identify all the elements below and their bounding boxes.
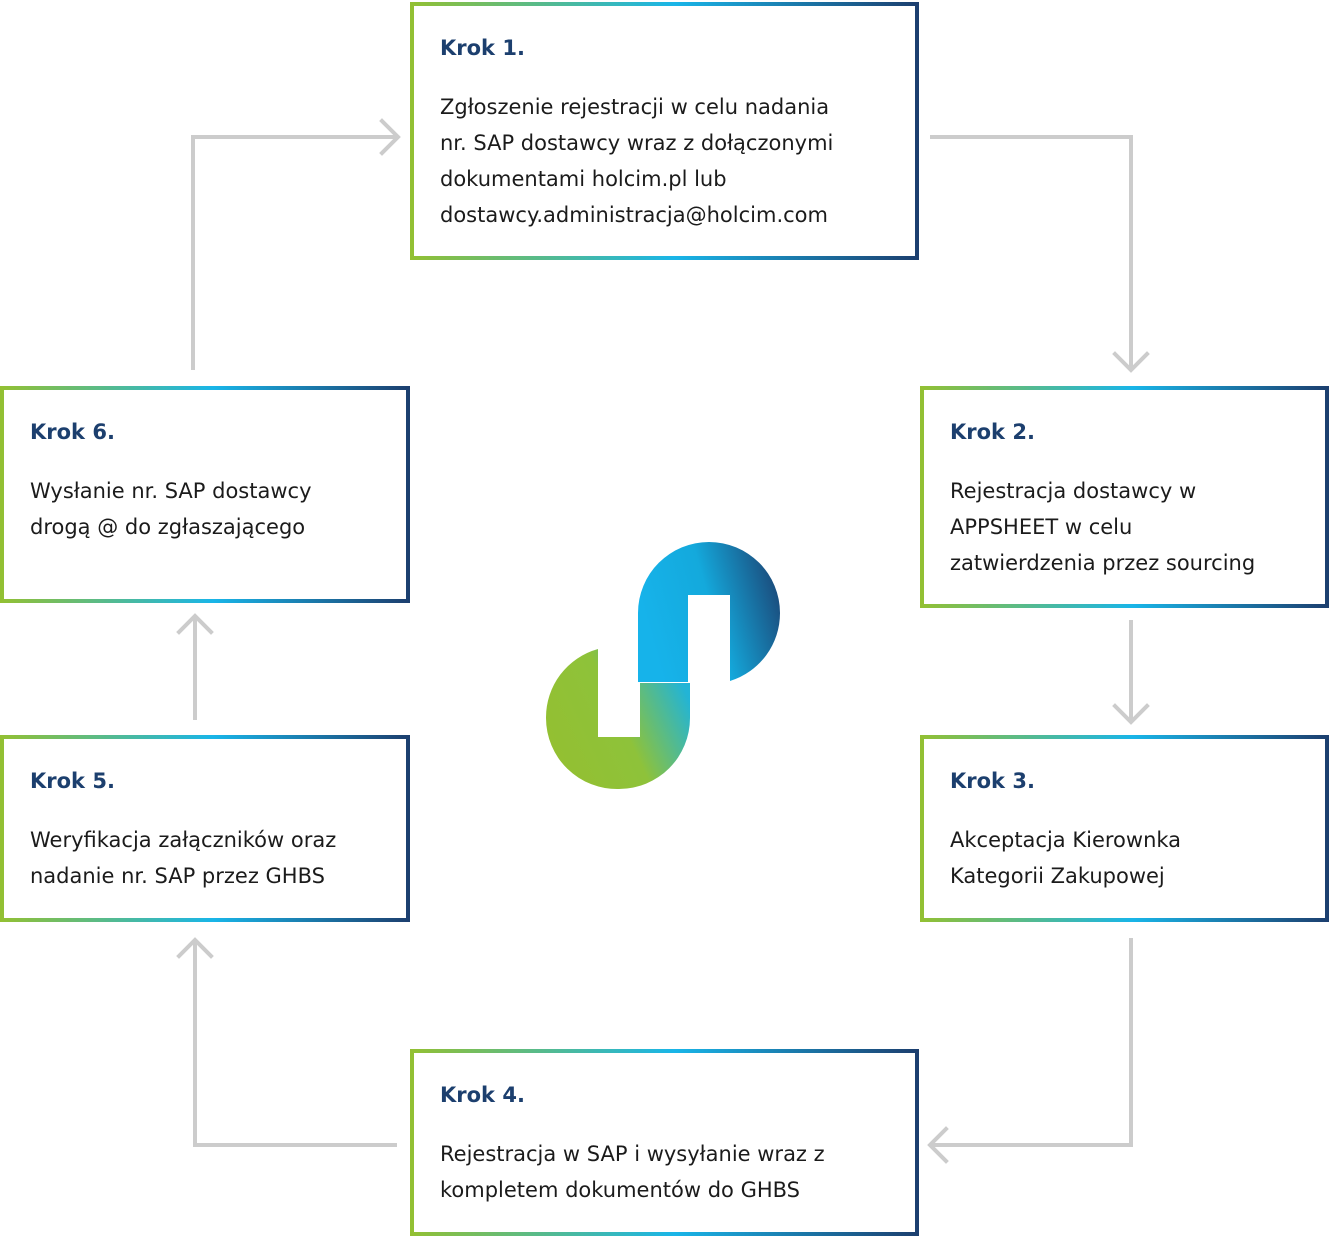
step-4-text: Rejestracja w SAP i wysyłanie wraz z kom… (440, 1142, 825, 1202)
step-4-title: Krok 4. (440, 1083, 525, 1107)
connector-1-to-2 (930, 135, 1133, 370)
step-2-box: Krok 2. Rejestracja dostawcy w APPSHEET … (920, 386, 1329, 608)
connector-6-to-1 (191, 135, 398, 370)
step-6-title: Krok 6. (30, 420, 115, 444)
step-5-box: Krok 5. Weryfikacja załączników oraz nad… (0, 735, 410, 922)
step-3-box: Krok 3. Akceptacja Kierownka Kategorii Z… (920, 735, 1329, 922)
arrowhead-down-icon (1112, 703, 1150, 725)
step-4-box: Krok 4. Rejestracja w SAP i wysyłanie wr… (410, 1049, 919, 1236)
step-6-text: Wysłanie nr. SAP dostawcy drogą @ do zgł… (30, 479, 312, 539)
arrowhead-left-icon (927, 1126, 949, 1164)
holcim-logo-icon (545, 542, 781, 790)
step-1-box: Krok 1. Zgłoszenie rejestracji w celu na… (410, 2, 919, 260)
step-1-text: Zgłoszenie rejestracji w celu nadania nr… (440, 95, 834, 227)
arrowhead-up-icon (176, 937, 214, 959)
step-2-title: Krok 2. (950, 420, 1035, 444)
step-6-box: Krok 6. Wysłanie nr. SAP dostawcy drogą … (0, 386, 410, 603)
step-5-text: Weryfikacja załączników oraz nadanie nr.… (30, 828, 337, 888)
step-5-title: Krok 5. (30, 769, 115, 793)
step-2-text: Rejestracja dostawcy w APPSHEET w celu z… (950, 479, 1256, 575)
connector-3-to-4 (930, 938, 1133, 1147)
arrowhead-up-icon (176, 613, 214, 635)
arrowhead-down-icon (1112, 351, 1150, 373)
step-3-text: Akceptacja Kierownka Kategorii Zakupowej (950, 828, 1182, 888)
connector-4-to-5 (193, 940, 397, 1147)
arrowhead-right-icon (379, 118, 401, 156)
logo-upper-shape (638, 542, 781, 682)
step-1-title: Krok 1. (440, 36, 525, 60)
step-3-title: Krok 3. (950, 769, 1035, 793)
logo-lower-shape (545, 649, 690, 790)
